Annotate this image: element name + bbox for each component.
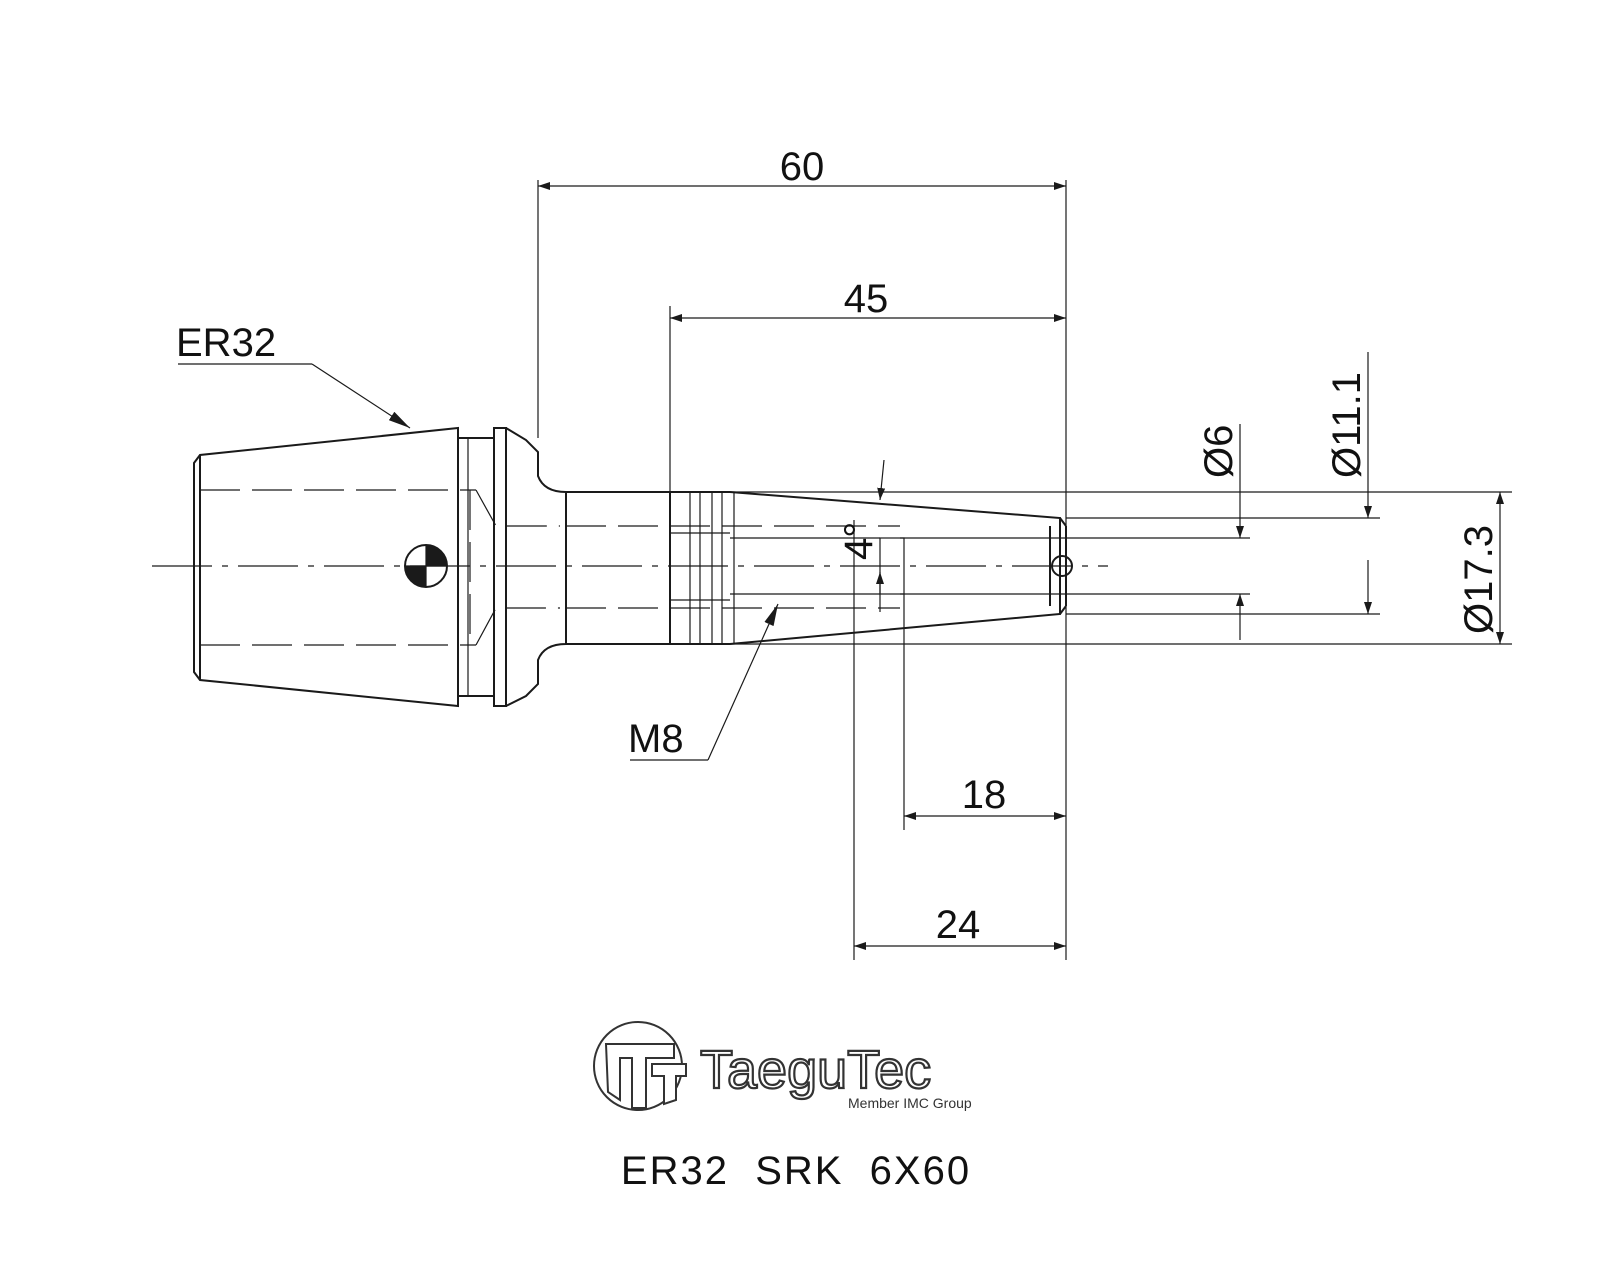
dim-outer-dia: Ø17.3 bbox=[1457, 525, 1501, 634]
taegutec-logo: TaeguTec Member IMC Group bbox=[593, 1021, 972, 1111]
logo-tagline: Member IMC Group bbox=[848, 1095, 972, 1111]
cross-hole-symbol bbox=[404, 544, 448, 588]
dimension-lines bbox=[178, 180, 1512, 960]
hidden-lines bbox=[200, 489, 900, 646]
dim-taper-length: 45 bbox=[844, 277, 889, 321]
collet-callout: ER32 bbox=[176, 321, 276, 365]
logo-brand: TaeguTec bbox=[700, 1040, 931, 1100]
dim-bore-dia: Ø6 bbox=[1197, 425, 1241, 478]
extension-shank bbox=[566, 491, 1073, 645]
collet-nut bbox=[193, 426, 567, 708]
thread-callout: M8 bbox=[628, 717, 684, 761]
dim-mid-dia: Ø11.1 bbox=[1325, 372, 1369, 478]
dim-bore-depth: 18 bbox=[962, 773, 1007, 817]
part-title: ER32 SRK 6X60 bbox=[621, 1149, 971, 1193]
angle-label: 4° bbox=[837, 522, 881, 560]
dim-thread-length: 24 bbox=[936, 903, 981, 947]
dim-overall-length: 60 bbox=[780, 145, 825, 189]
